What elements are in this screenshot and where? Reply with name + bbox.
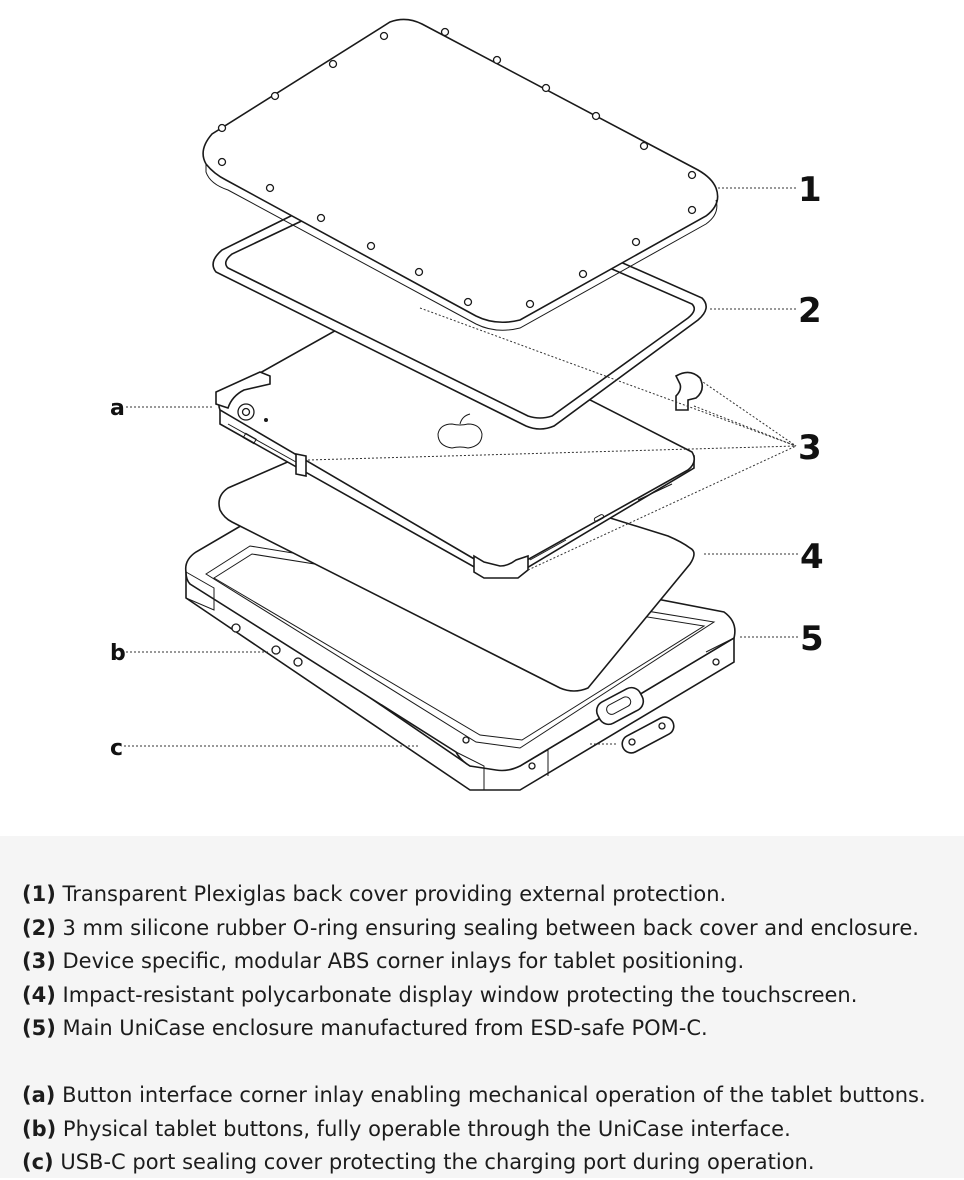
- leader-lines: [124, 187, 800, 747]
- legend-item-a: (a) Button interface corner inlay enabli…: [22, 1079, 964, 1113]
- callout-4: 4: [800, 537, 824, 577]
- callout-3: 3: [798, 428, 822, 468]
- callout-labels: 1 2 3 4 5 a b c: [110, 170, 824, 761]
- legend-key: (b): [22, 1116, 57, 1141]
- back-cover-screws: [217, 27, 697, 309]
- legend-key: (2): [22, 915, 56, 940]
- legend-item-4: (4) Impact-resistant polycarbonate displ…: [22, 979, 964, 1013]
- legend-text: Button interface corner inlay enabling m…: [62, 1082, 926, 1107]
- legend-text: 3 mm silicone rubber O-ring ensuring sea…: [62, 915, 919, 940]
- legend-text: USB-C port sealing cover protecting the …: [60, 1150, 815, 1175]
- legend-item-2: (2) 3 mm silicone rubber O-ring ensuring…: [22, 912, 964, 946]
- callout-c: c: [110, 736, 123, 761]
- legend-text: Physical tablet buttons, fully operable …: [62, 1116, 791, 1141]
- legend-key: (3): [22, 949, 56, 974]
- callout-1: 1: [798, 170, 822, 210]
- enclosure-part-5: [184, 520, 736, 791]
- legend-key: (5): [22, 1016, 56, 1041]
- callout-2: 2: [798, 291, 822, 331]
- legend-item-1: (1) Transparent Plexiglas back cover pro…: [22, 878, 964, 912]
- legend-item-5: (5) Main UniCase enclosure manufactured …: [22, 1012, 964, 1046]
- legend-panel: (1) Transparent Plexiglas back cover pro…: [0, 836, 964, 1178]
- legend-key: (4): [22, 982, 56, 1007]
- tablet-device: [218, 304, 696, 573]
- legend-text: Impact-resistant polycarbonate display w…: [62, 982, 858, 1007]
- exploded-view-diagram: 1 2 3 4 5 a b c: [110, 18, 824, 791]
- legend-text: Main UniCase enclosure manufactured from…: [62, 1016, 708, 1041]
- legend-key: (1): [22, 882, 56, 906]
- legend-item-3: (3) Device specific, modular ABS corner …: [22, 945, 964, 979]
- exploded-view-svg: 1 2 3 4 5 a b c: [110, 18, 824, 791]
- callout-a: a: [110, 396, 125, 421]
- legend-text: Device specific, modular ABS corner inla…: [62, 949, 745, 974]
- legend-key: (c): [22, 1150, 54, 1175]
- callout-5: 5: [800, 619, 824, 659]
- callout-b: b: [110, 641, 126, 666]
- legend-text: Transparent Plexiglas back cover providi…: [62, 882, 727, 906]
- legend-item-c: (c) USB-C port sealing cover protecting …: [22, 1146, 964, 1180]
- back-cover-part-1: [202, 18, 719, 331]
- legend-spacer: [22, 1046, 964, 1079]
- legend-item-b: (b) Physical tablet buttons, fully opera…: [22, 1113, 964, 1147]
- legend-key: (a): [22, 1082, 56, 1107]
